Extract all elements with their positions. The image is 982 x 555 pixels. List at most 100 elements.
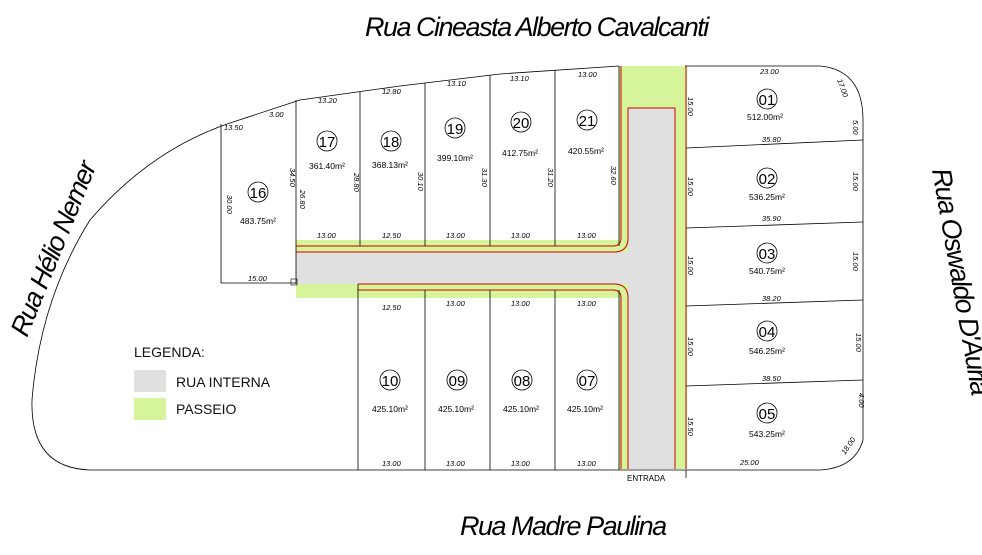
svg-text:38.20: 38.20 [762,294,782,303]
depth-dimensions: 34.50 26.80 28.80 30.10 31.30 31.20 32.6… [288,166,618,210]
svg-text:13.10: 13.10 [447,79,467,88]
bottom-front-dimensions: 13.00 13.00 13.00 13.00 [382,459,597,468]
svg-text:13.00: 13.00 [577,231,597,240]
svg-text:13.10: 13.10 [510,74,530,83]
lot-17[interactable]: 17 361.40m² [309,130,345,171]
svg-text:425.10m²: 425.10m² [567,404,603,414]
lot-07[interactable]: 07 425.10m² [567,369,603,414]
svg-text:15.50: 15.50 [686,417,695,437]
svg-text:15.00: 15.00 [686,256,695,276]
legend-swatch-road [134,370,166,392]
svg-text:13.00: 13.00 [577,299,597,308]
top-front-dimensions: 13.50 3.00 13.20 12.80 13.10 13.10 13.00 [224,70,598,132]
svg-text:361.40m²: 361.40m² [309,161,345,171]
lot-05[interactable]: 05 543.25m² [749,402,785,439]
svg-text:512.00m²: 512.00m² [747,112,783,122]
svg-text:08: 08 [514,373,531,390]
street-right: Rua Oswaldo D'Auria [926,166,982,398]
internal-road [296,108,675,469]
svg-text:536.25m²: 536.25m² [749,192,785,202]
svg-text:5.00: 5.00 [851,120,860,135]
svg-text:425.10m²: 425.10m² [503,404,539,414]
right-lot-lines [685,139,864,387]
svg-text:13.20: 13.20 [318,96,338,105]
street-bottom: Rua Madre Paulina [460,511,667,541]
lot-21[interactable]: 21 420.55m² [568,109,604,156]
svg-text:483.75m²: 483.75m² [240,216,276,226]
svg-text:28.80: 28.80 [352,172,361,193]
svg-text:31.20: 31.20 [546,168,555,188]
svg-text:13.00: 13.00 [446,299,466,308]
lot-08[interactable]: 08 425.10m² [503,369,539,414]
svg-text:19: 19 [447,121,464,138]
right-inner-dimensions: 15.00 15.00 15.00 15.00 15.50 [686,97,695,437]
svg-text:12.50: 12.50 [382,231,402,240]
svg-text:13.00: 13.00 [446,231,466,240]
svg-text:13.00: 13.00 [382,459,402,468]
svg-text:25.00: 25.00 [739,458,760,467]
svg-text:23.00: 23.00 [759,67,780,76]
svg-text:13.50: 13.50 [224,123,244,132]
lot-09[interactable]: 09 425.10m² [438,369,474,414]
svg-text:18: 18 [383,134,400,151]
svg-text:01: 01 [759,92,776,109]
svg-text:540.75m²: 540.75m² [749,266,785,276]
lot-02[interactable]: 02 536.25m² [749,167,785,202]
svg-text:543.25m²: 543.25m² [749,429,785,439]
lot-01[interactable]: 01 512.00m² [747,88,783,122]
lot-16[interactable]: 16 483.75m² [240,181,276,226]
svg-text:15.00: 15.00 [854,333,863,353]
inner-top-dimensions: 13.00 12.50 13.00 13.00 13.00 [317,231,597,240]
lot-03[interactable]: 03 540.75m² [749,242,785,276]
svg-text:07: 07 [579,373,596,390]
inner-bottom-dimensions: 12.50 13.00 13.00 13.00 [382,299,597,312]
svg-text:26.80: 26.80 [298,189,307,210]
svg-text:12.50: 12.50 [382,303,402,312]
svg-text:15.00: 15.00 [851,172,860,192]
svg-text:17.00: 17.00 [835,78,850,99]
legend-swatch-sidewalk [134,398,166,420]
svg-text:38.50: 38.50 [762,374,782,383]
svg-text:05: 05 [759,406,776,423]
right-front-dimensions: 17.00 5.00 15.00 15.00 15.00 4.00 18.00 [835,78,866,457]
svg-text:20: 20 [513,115,530,132]
bottom-lot-lines [357,284,687,478]
svg-text:32.60: 32.60 [609,166,618,186]
svg-text:425.10m²: 425.10m² [372,404,408,414]
street-left: Rua Hélio Nemer [5,156,103,341]
svg-text:15.00: 15.00 [851,252,860,272]
svg-text:13.00: 13.00 [511,459,531,468]
lot-18[interactable]: 18 368.13m² [372,130,408,170]
svg-text:03: 03 [759,246,776,263]
svg-text:10: 10 [382,373,399,390]
svg-text:35.90: 35.90 [762,214,782,223]
legend-title: LEGENDA: [134,344,205,360]
lot-04[interactable]: 04 546.25m² [749,320,785,356]
svg-text:15.00: 15.00 [686,97,695,117]
svg-text:31.30: 31.30 [480,168,489,188]
entrance-label: ENTRADA [627,474,666,483]
lot16-side-dim: 30.00 [225,195,234,215]
svg-text:13.00: 13.00 [578,70,598,79]
lot-19[interactable]: 19 399.10m² [437,117,473,163]
svg-text:412.75m²: 412.75m² [502,148,538,158]
svg-text:368.13m²: 368.13m² [372,160,408,170]
outer-boundary [31,65,864,471]
lot-20[interactable]: 20 412.75m² [502,111,538,158]
svg-text:18.00: 18.00 [839,435,858,456]
legend-label-road: RUA INTERNA [176,374,271,390]
lot-10[interactable]: 10 425.10m² [372,369,408,414]
legend: LEGENDA: RUA INTERNA PASSEIO [134,344,271,420]
svg-text:3.00: 3.00 [269,110,284,119]
svg-text:399.10m²: 399.10m² [437,153,473,163]
top-lot-lines [220,66,620,284]
svg-text:15.00: 15.00 [686,337,695,357]
svg-text:09: 09 [449,373,466,390]
svg-text:15.00: 15.00 [686,177,695,197]
svg-text:17: 17 [319,134,336,151]
street-top: Rua Cineasta Alberto Cavalcanti [365,12,710,42]
svg-text:13.00: 13.00 [511,299,531,308]
svg-text:35.80: 35.80 [762,135,782,144]
right-width-dimensions: 23.00 35.80 35.90 38.20 38.50 25.00 [739,67,782,467]
